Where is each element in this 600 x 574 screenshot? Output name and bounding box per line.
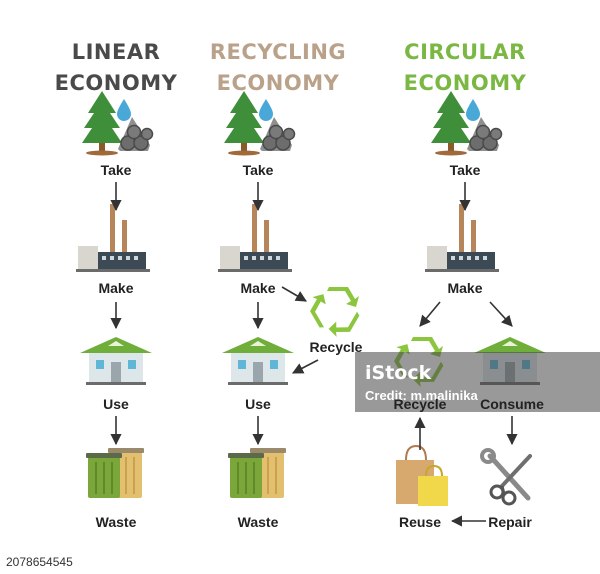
recycling-title-line1: RECYCLING <box>209 40 347 64</box>
recycling-recycle-label: Recycle <box>309 339 363 355</box>
linear-take-label: Take <box>100 162 132 178</box>
circular-reuse-label: Reuse <box>398 514 442 530</box>
recycling-title-line2: ECONOMY <box>216 71 340 95</box>
circular-factory-icon <box>425 204 499 272</box>
circular-title-line1: CIRCULAR <box>404 40 526 64</box>
arrow-circular-recycle-make <box>419 301 441 327</box>
linear-title-line2: ECONOMY <box>54 71 178 95</box>
circular-consume-label: Consume <box>480 396 544 412</box>
arrow-recycling-make-recycle <box>281 286 307 302</box>
linear-trash-bins-icon <box>85 447 145 499</box>
image-id: 2078654545 <box>0 550 79 574</box>
linear-factory-icon <box>76 204 150 272</box>
linear-economy-title: LINEAR ECONOMY <box>16 37 216 99</box>
circular-title-line2: ECONOMY <box>403 71 527 95</box>
linear-title-line1: LINEAR <box>71 40 161 64</box>
linear-use-label: Use <box>103 396 129 412</box>
arrow-recycling-recycle-use <box>292 359 319 374</box>
circular-take-icon <box>430 90 503 157</box>
circular-take-label: Take <box>449 162 481 178</box>
recycling-recycle-icon <box>305 287 361 341</box>
linear-make-label: Make <box>98 280 134 296</box>
linear-waste-label: Waste <box>95 514 137 530</box>
arrow-circular-make-consume <box>489 301 513 327</box>
recycling-trash-bins-icon <box>227 447 287 499</box>
recycling-factory-icon <box>218 204 292 272</box>
circular-economy-title: CIRCULAR ECONOMY <box>365 37 565 99</box>
circular-tools-icon <box>482 450 530 504</box>
circular-make-label: Make <box>447 280 483 296</box>
watermark-banner: iStock Credit: m.malinika <box>355 352 600 412</box>
recycling-use-label: Use <box>245 396 271 412</box>
circular-repair-label: Repair <box>488 514 532 530</box>
recycling-waste-label: Waste <box>237 514 279 530</box>
recycling-house-icon <box>222 337 294 385</box>
linear-house-icon <box>80 337 152 385</box>
recycling-take-label: Take <box>242 162 274 178</box>
watermark-credit: Credit: m.malinika <box>365 388 478 403</box>
circular-shopping-bags-icon <box>395 445 449 507</box>
recycling-economy-title: RECYCLING ECONOMY <box>178 37 378 99</box>
recycling-make-label: Make <box>240 280 276 296</box>
circular-recycle-label: Recycle <box>393 396 447 412</box>
watermark-brand: iStock <box>365 362 432 384</box>
linear-take-icon <box>81 90 154 157</box>
recycling-take-icon <box>223 90 296 157</box>
